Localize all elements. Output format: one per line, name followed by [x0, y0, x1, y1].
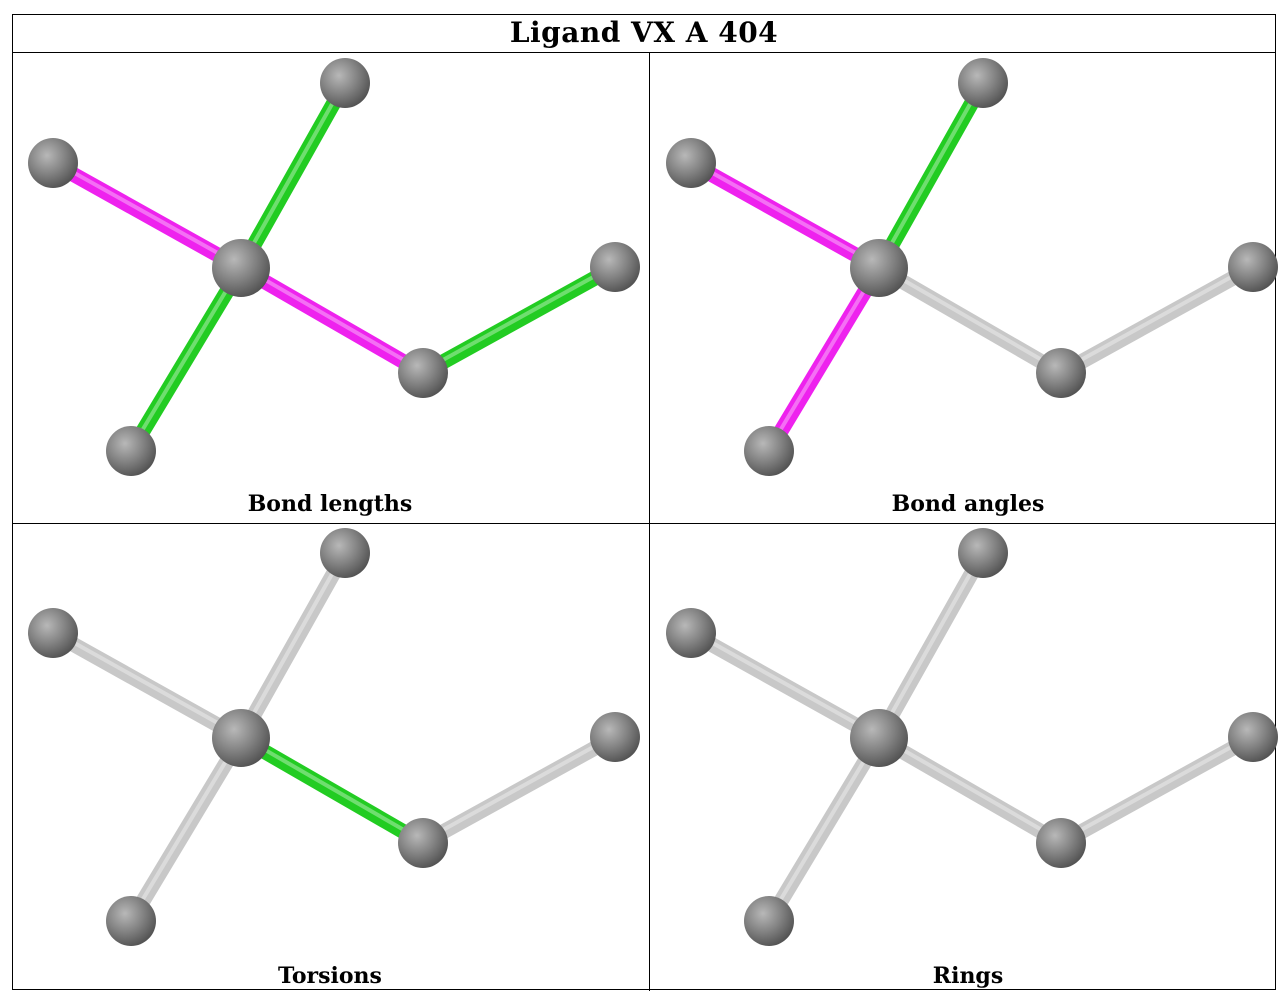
molecule-torsions	[28, 528, 640, 946]
atom-1	[212, 709, 270, 767]
panel-torsions: Torsions	[15, 525, 645, 993]
caption-bond-angles: Bond angles	[891, 491, 1045, 517]
atom-2	[320, 528, 370, 578]
bond-4	[233, 260, 431, 381]
atom-4	[1228, 712, 1278, 762]
atom-1	[212, 239, 270, 297]
atom-5	[398, 818, 448, 868]
bond-1	[683, 155, 887, 276]
bond-4	[871, 260, 1069, 381]
atom-3	[28, 138, 78, 188]
atom-4	[1228, 242, 1278, 292]
atom-1	[850, 239, 908, 297]
panel-bond-angles: Bond angles	[653, 55, 1278, 523]
molecule-bond-lengths	[28, 58, 640, 476]
atom-2	[320, 58, 370, 108]
bond-2	[871, 75, 991, 276]
bond-2	[233, 545, 353, 746]
atom-6	[744, 426, 794, 476]
caption-torsions: Torsions	[278, 963, 382, 989]
atom-4	[590, 242, 640, 292]
caption-bond-lengths: Bond lengths	[247, 491, 413, 517]
bond-3	[123, 730, 249, 929]
bond-3	[761, 730, 887, 929]
bond-4	[871, 730, 1069, 851]
atom-2	[958, 528, 1008, 578]
bond-5	[415, 729, 623, 851]
caption-rings: Rings	[932, 963, 1004, 989]
bond-1	[45, 625, 249, 746]
figure-frame: Ligand VX A 404 Bond lengths Bond angles…	[12, 14, 1278, 993]
atom-5	[398, 348, 448, 398]
bond-4	[233, 730, 431, 851]
figure-title: Ligand VX A 404	[13, 15, 1275, 53]
bond-5	[1053, 259, 1261, 381]
atom-4	[590, 712, 640, 762]
atom-1	[850, 709, 908, 767]
bond-5	[1053, 729, 1261, 851]
bond-3	[761, 260, 887, 459]
bond-2	[871, 545, 991, 746]
atom-3	[666, 608, 716, 658]
atom-3	[666, 138, 716, 188]
panel-rings: Rings	[653, 525, 1278, 993]
molecule-rings	[666, 528, 1278, 946]
atom-5	[1036, 348, 1086, 398]
molecule-bond-angles	[666, 58, 1278, 476]
panel-bond-lengths: Bond lengths	[15, 55, 645, 523]
bond-1	[683, 625, 887, 746]
atom-6	[106, 426, 156, 476]
atom-6	[106, 896, 156, 946]
grid-divider-vertical	[649, 53, 650, 991]
atom-5	[1036, 818, 1086, 868]
atom-6	[744, 896, 794, 946]
bond-5	[415, 259, 623, 381]
atom-3	[28, 608, 78, 658]
bond-2	[233, 75, 353, 276]
atom-2	[958, 58, 1008, 108]
bond-1	[45, 155, 249, 276]
grid-divider-horizontal	[13, 523, 1275, 524]
bond-3	[123, 260, 249, 459]
